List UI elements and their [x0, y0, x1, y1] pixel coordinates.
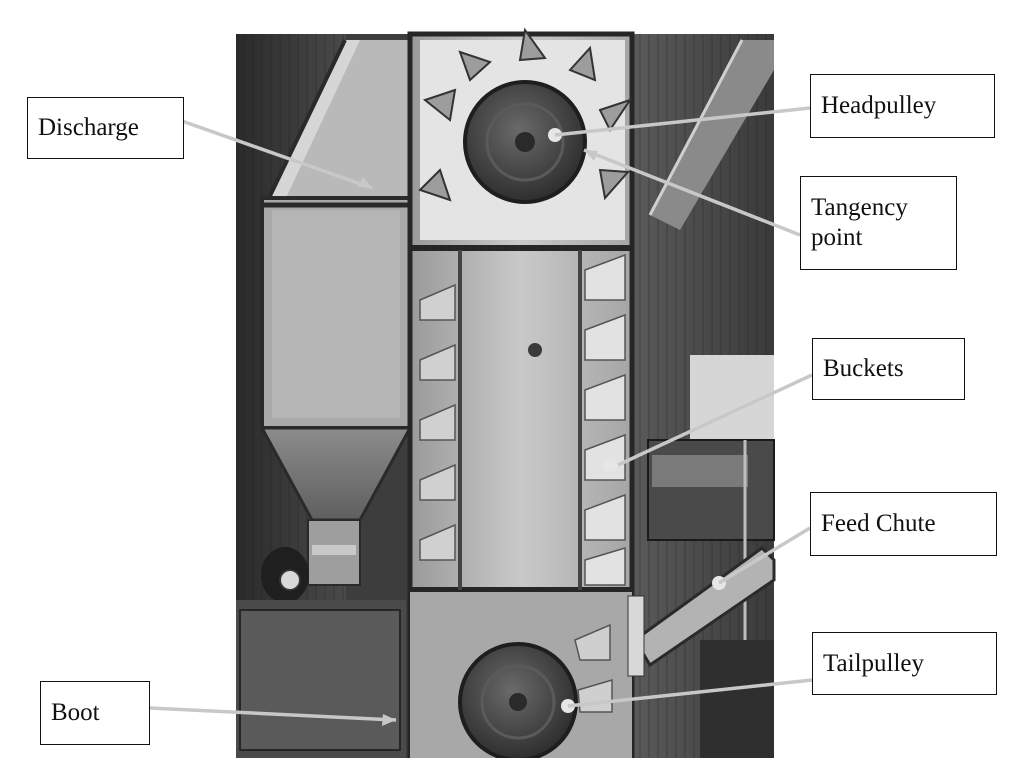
callout-tangency-point: Tangency point	[800, 176, 957, 270]
callout-discharge-text: Discharge	[38, 114, 139, 141]
callout-headpulley-text: Headpulley	[821, 92, 937, 119]
callout-feed-chute-text: Feed Chute	[821, 510, 936, 537]
callout-tangency-point-text: Tangency point	[811, 194, 908, 251]
callout-buckets: Buckets	[812, 338, 965, 400]
callout-buckets-text: Buckets	[823, 355, 904, 382]
callout-headpulley: Headpulley	[810, 74, 995, 138]
callout-boot: Boot	[40, 681, 150, 745]
callout-feed-chute: Feed Chute	[810, 492, 997, 556]
callout-tailpulley-text: Tailpulley	[823, 649, 925, 677]
callout-boot-text: Boot	[51, 699, 100, 726]
callout-discharge: Discharge	[27, 97, 184, 159]
callout-tailpulley: Tailpulley	[812, 632, 997, 695]
